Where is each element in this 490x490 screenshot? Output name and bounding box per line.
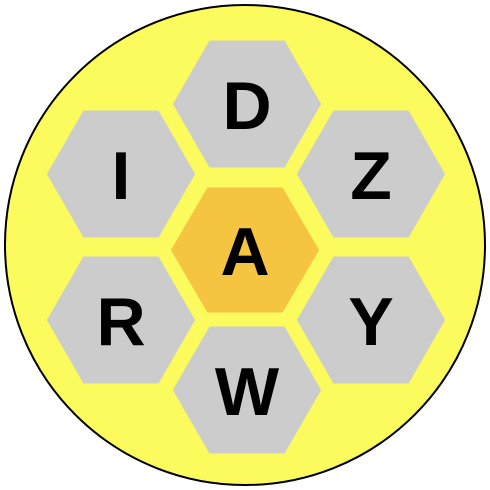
outer-hex-shape-upper-left[interactable] <box>41 105 201 243</box>
center-hex-shape[interactable] <box>165 182 325 318</box>
outer-hex-shape-lower-left[interactable] <box>41 251 201 389</box>
outer-hex-shape-upper-right[interactable] <box>291 105 451 243</box>
outer-hex-shape-top[interactable] <box>167 35 327 173</box>
outer-hex-shape-bottom[interactable] <box>167 321 327 459</box>
outer-hex-shape-lower-right[interactable] <box>291 251 451 389</box>
